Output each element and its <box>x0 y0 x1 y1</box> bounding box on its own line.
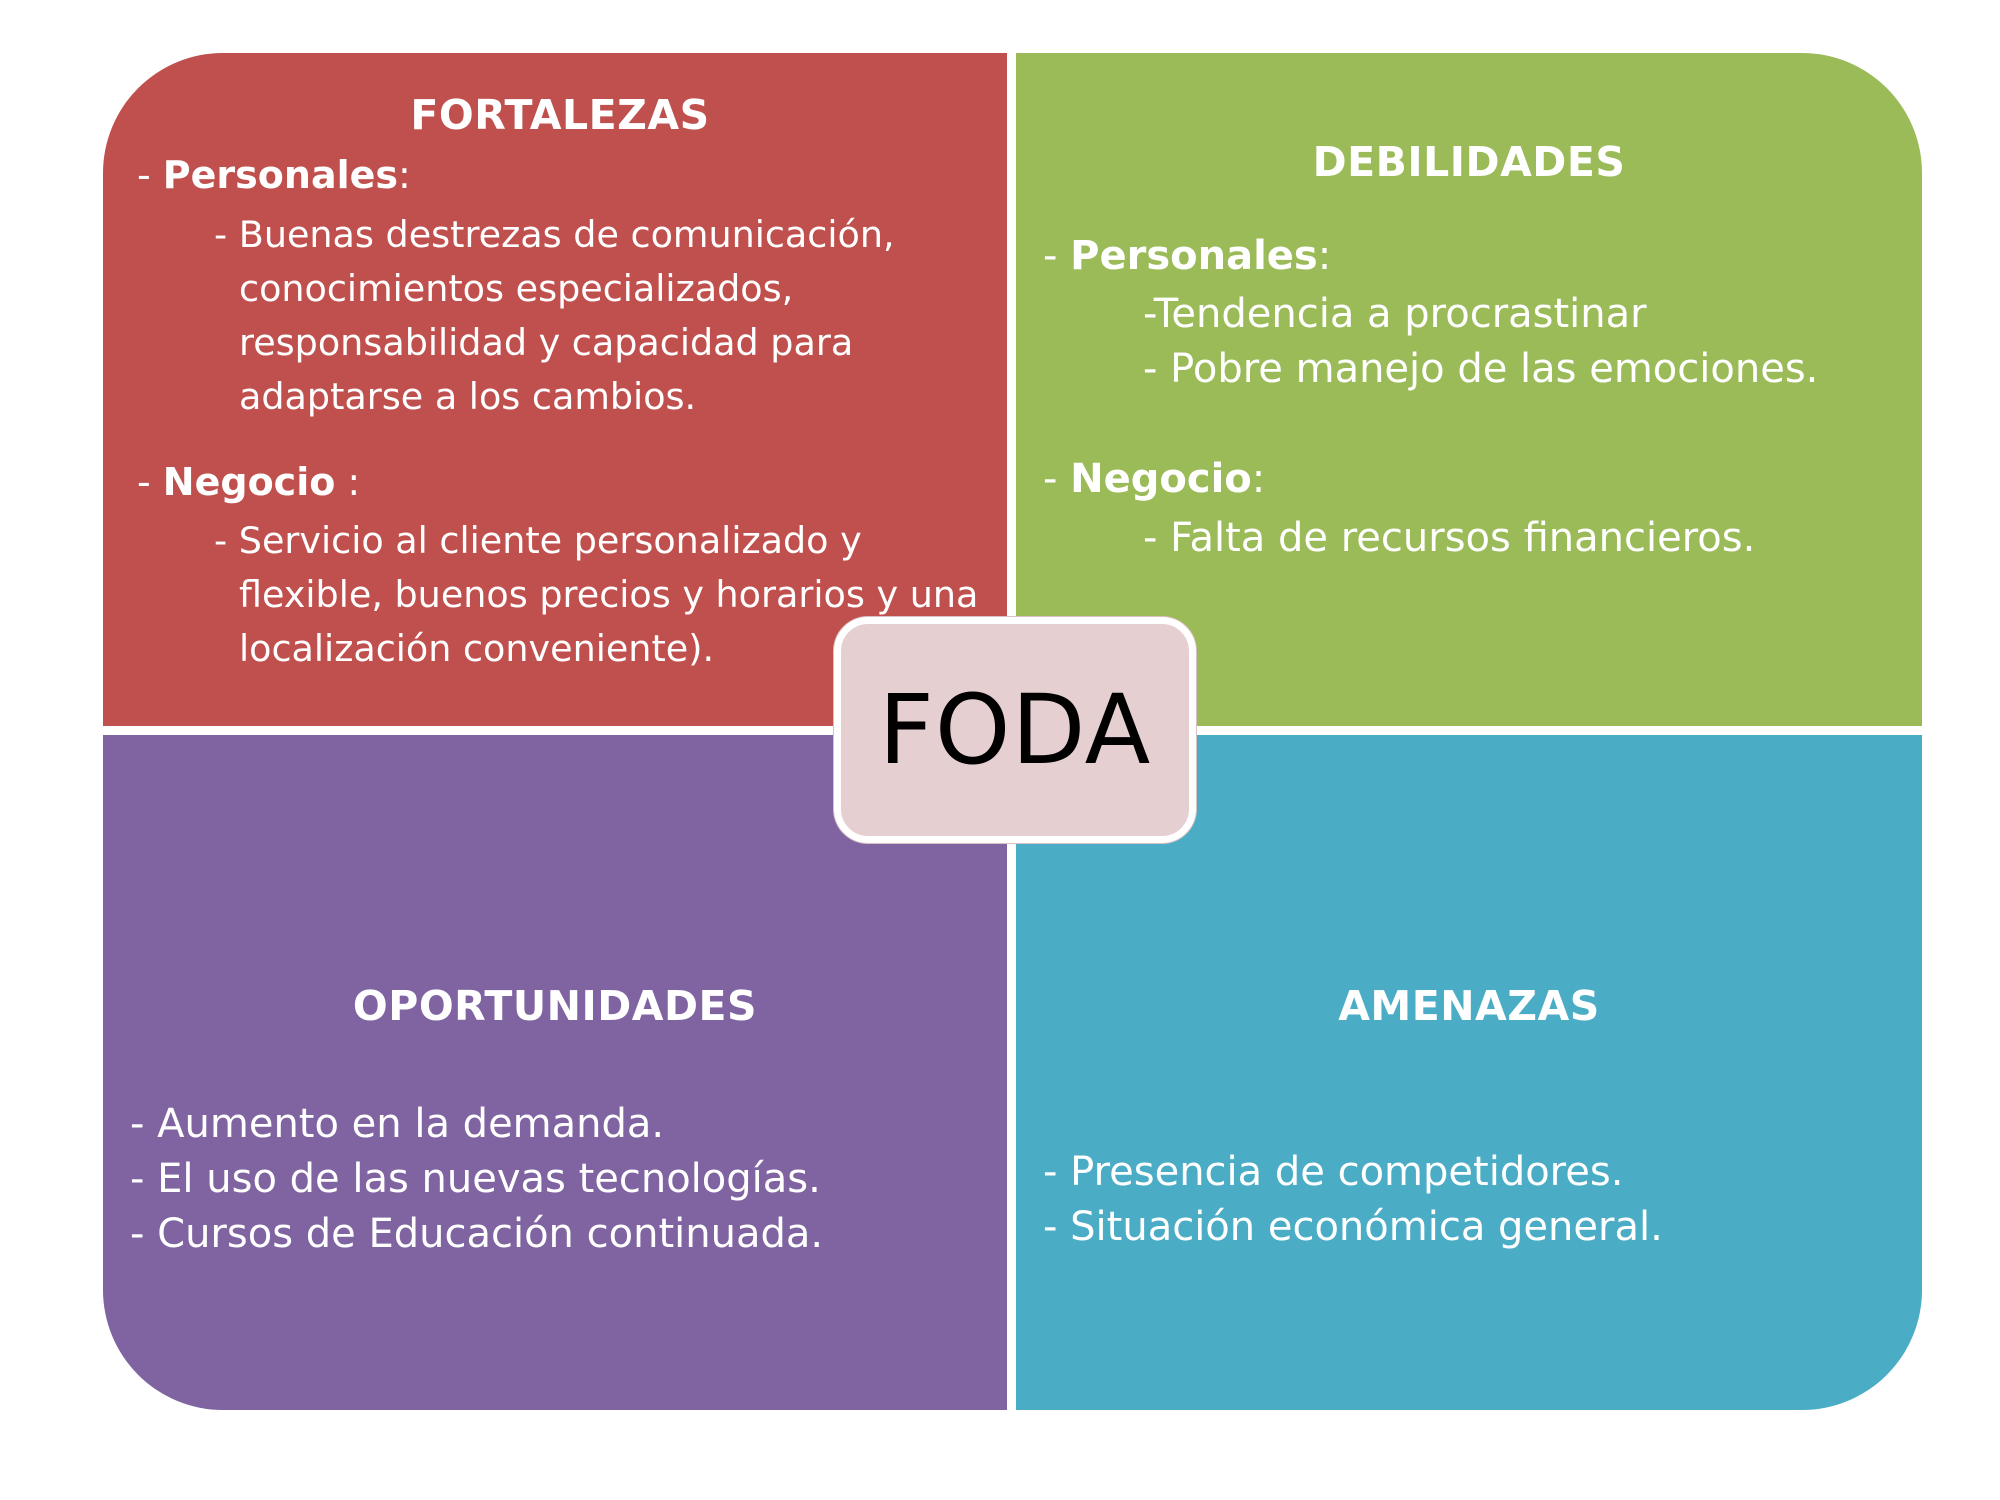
quadrant-title: FORTALEZAS <box>410 91 710 139</box>
section-heading-personales: - Personales: <box>1043 233 1331 279</box>
section-label: Personales <box>162 153 398 197</box>
list-item: - Situación económica general. <box>1043 1204 1663 1250</box>
list-item: -Tendencia a procrastinar <box>1143 291 1647 337</box>
dash: - <box>137 460 163 504</box>
colon: : <box>1251 456 1266 502</box>
list-item: - Servicio al cliente personalizado y <box>214 519 862 562</box>
list-item: localización conveniente). <box>239 627 715 670</box>
dash: - <box>137 153 163 197</box>
threats-list: - Presencia de competidores. - Situación… <box>1043 1145 1663 1255</box>
section-heading-negocio: - Negocio : <box>137 460 360 504</box>
list-item: - Pobre manejo de las emociones. <box>1143 346 1819 392</box>
quadrant-oportunidades: OPORTUNIDADES - Aumento en la demanda. -… <box>103 735 1007 1410</box>
list-item: flexible, buenos precios y horarios y un… <box>239 573 979 616</box>
list-item: - Presencia de competidores. <box>1043 1149 1624 1195</box>
list-item: - Buenas destrezas de comunicación, <box>214 213 895 256</box>
list-item: - Cursos de Educación continuada. <box>130 1211 824 1257</box>
list-item: - Falta de recursos financieros. <box>1143 515 1756 561</box>
section-label: Personales <box>1070 233 1318 279</box>
center-foda-card: FODA <box>834 617 1196 843</box>
personal-strengths-list: - Buenas destrezas de comunicación, cono… <box>214 208 895 424</box>
list-item: - Aumento en la demanda. <box>130 1101 665 1147</box>
quadrant-debilidades: DEBILIDADES - Personales: -Tendencia a p… <box>1016 53 1922 726</box>
quadrant-title: DEBILIDADES <box>1312 138 1626 186</box>
list-item: conocimientos especializados, <box>239 267 794 310</box>
personal-weaknesses-list: -Tendencia a procrastinar - Pobre manejo… <box>1143 287 1818 397</box>
business-weaknesses-list: - Falta de recursos financieros. <box>1143 511 1755 566</box>
dash: - <box>1043 233 1071 279</box>
list-item: responsabilidad y capacidad para <box>239 321 854 364</box>
quadrant-title: AMENAZAS <box>1338 982 1600 1030</box>
quadrant-title: OPORTUNIDADES <box>352 982 758 1030</box>
section-heading-personales: - Personales: <box>137 153 411 197</box>
quadrant-amenazas: AMENAZAS - Presencia de competidores. - … <box>1016 735 1922 1410</box>
center-label: FODA <box>878 674 1152 786</box>
list-item: - El uso de las nuevas tecnologías. <box>130 1156 821 1202</box>
business-strengths-list: - Servicio al cliente personalizado y fl… <box>214 514 978 676</box>
section-label: Negocio <box>162 460 336 504</box>
colon: : <box>398 153 411 197</box>
colon: : <box>335 460 361 504</box>
colon: : <box>1317 233 1332 279</box>
quadrant-fortalezas: FORTALEZAS - Personales: - Buenas destre… <box>103 53 1007 726</box>
section-heading-negocio: - Negocio: <box>1043 456 1265 502</box>
section-label: Negocio <box>1070 456 1252 502</box>
list-item: adaptarse a los cambios. <box>239 375 697 418</box>
dash: - <box>1043 456 1071 502</box>
opportunities-list: - Aumento en la demanda. - El uso de las… <box>130 1097 823 1262</box>
